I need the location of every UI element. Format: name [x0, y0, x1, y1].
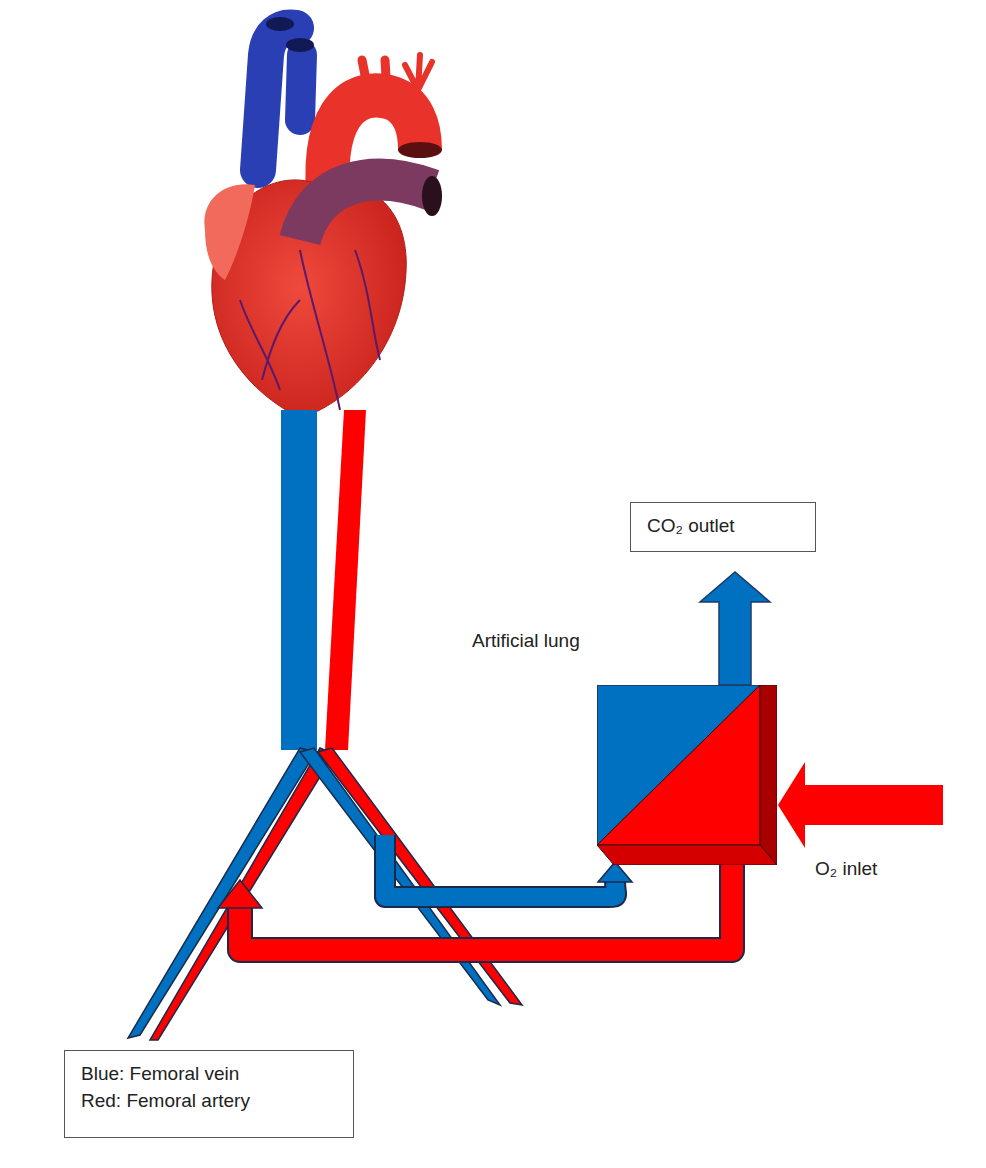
part-heading: Artificial lung: [472, 630, 580, 652]
box-text: CO₂ outlet: [647, 513, 799, 540]
legend-box: Blue: Femoral veinRed: Femoral artery: [64, 1050, 354, 1138]
heart-illustration: [204, 17, 442, 418]
outlet-box: CO₂ outlet: [630, 502, 816, 552]
lung-cube: [597, 685, 777, 865]
outlet-arrow: [700, 572, 770, 685]
o2-inlet-arrow: [778, 762, 943, 848]
box-text: Red: Femoral artery: [81, 1088, 337, 1115]
inlet-label: O₂ inlet: [815, 858, 877, 880]
artificial-lung: Artificial lung: [597, 685, 777, 865]
box-text: Blue: Femoral vein: [81, 1061, 337, 1088]
